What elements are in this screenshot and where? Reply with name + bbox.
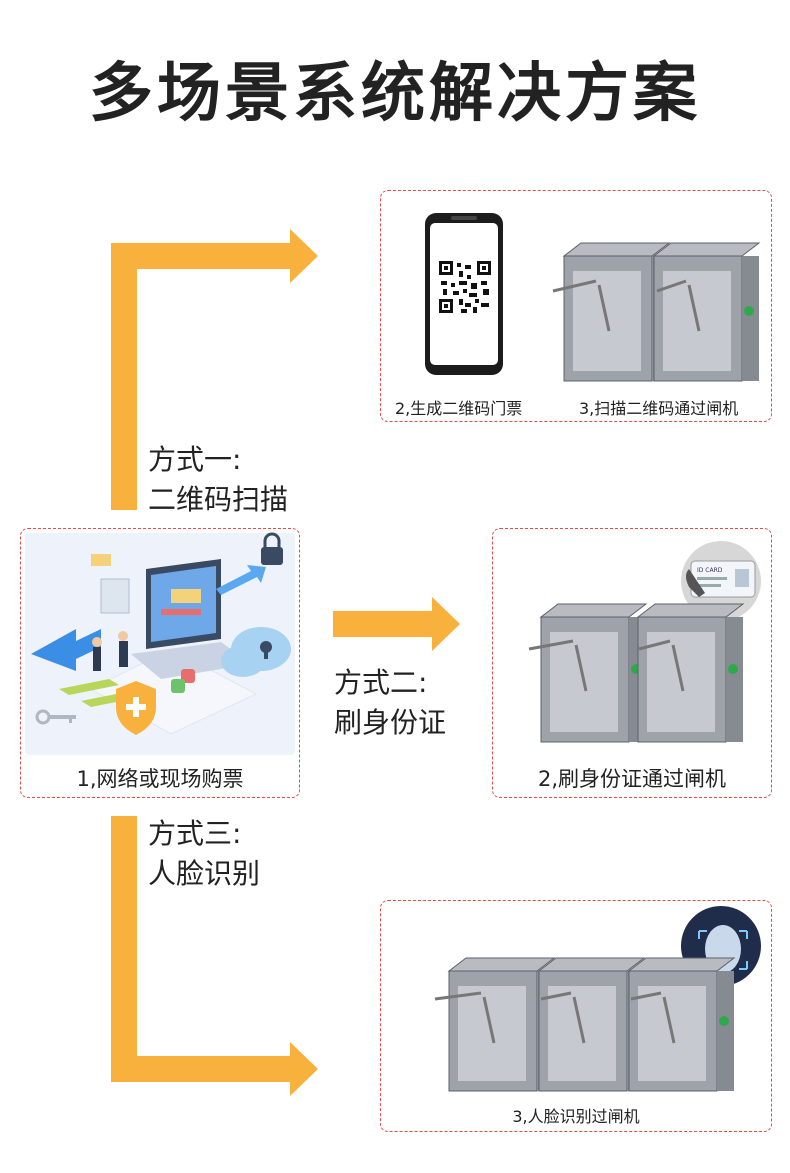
turnstile-icon-2 — [537, 957, 646, 1092]
id-card-caption: 2,刷身份证通过闸机 — [537, 767, 727, 791]
method-2-name: 刷身份证 — [334, 706, 447, 739]
id-card-box: ID CARD 2,刷身份证通过闸机 — [492, 528, 772, 798]
page-title: 多场景系统解决方案 — [89, 57, 701, 131]
arrow-head-top — [290, 229, 318, 283]
turnstile-icon — [434, 957, 556, 1092]
right-arrow-icon — [216, 565, 266, 595]
key-icon — [35, 709, 76, 725]
document-icon — [100, 578, 130, 614]
arrow-line-top-horizontal — [111, 243, 291, 269]
qr-code-icon — [439, 261, 491, 313]
face-illustration — [434, 906, 761, 1092]
shield-icon — [116, 681, 156, 735]
turnstile-icon-2 — [636, 603, 745, 743]
turnstile-icon — [528, 603, 648, 743]
method-3-name: 人脸识别 — [148, 857, 261, 890]
arrow-line-bottom-vertical — [111, 816, 137, 1082]
method-3-label: 方式三: — [148, 817, 242, 850]
arrow-head-middle — [432, 597, 460, 651]
face-box: 3,人脸识别过闸机 — [380, 900, 772, 1132]
qr-generate-caption: 2,生成二维码门票 — [395, 399, 523, 418]
method-3-text: 方式三: 人脸识别 — [148, 814, 260, 894]
turnstile-icon — [552, 242, 671, 382]
arrow-line-top-vertical — [111, 243, 137, 510]
people-icon — [92, 631, 128, 671]
app-icon — [181, 669, 195, 683]
turnstile-icon-2 — [652, 242, 761, 382]
qr-illustration — [425, 213, 761, 382]
arrow-line-middle — [333, 611, 433, 637]
padlock-icon — [261, 532, 283, 565]
arrow-head-bottom — [290, 1042, 318, 1096]
purchase-box: 1,网络或现场购票 — [20, 528, 300, 798]
ticket-icon — [91, 554, 111, 566]
cloud-lock-icon — [221, 627, 291, 677]
method-1-label: 方式一: — [148, 443, 242, 476]
method-2-text: 方式二: 刷身份证 — [334, 663, 446, 743]
id-card-icon: ID CARD — [681, 541, 761, 621]
qr-box: 2,生成二维码门票 3,扫描二维码通过闸机 — [380, 190, 772, 422]
face-caption: 3,人脸识别过闸机 — [512, 1107, 640, 1126]
arrow-line-bottom-horizontal — [111, 1056, 291, 1082]
online-ticket-illustration — [25, 532, 295, 755]
id-card-illustration: ID CARD — [528, 541, 761, 743]
method-2-label: 方式二: — [334, 666, 428, 699]
app-icon-2 — [171, 679, 185, 693]
method-1-text: 方式一: 二维码扫描 — [148, 440, 288, 520]
turnstile-icon-3 — [627, 957, 736, 1092]
left-arrow-icon — [31, 629, 101, 671]
qr-scan-caption: 3,扫描二维码通过闸机 — [579, 399, 739, 418]
id-card-text: ID CARD — [697, 567, 723, 574]
method-1-name: 二维码扫描 — [148, 483, 289, 516]
purchase-caption: 1,网络或现场购票 — [76, 767, 244, 791]
